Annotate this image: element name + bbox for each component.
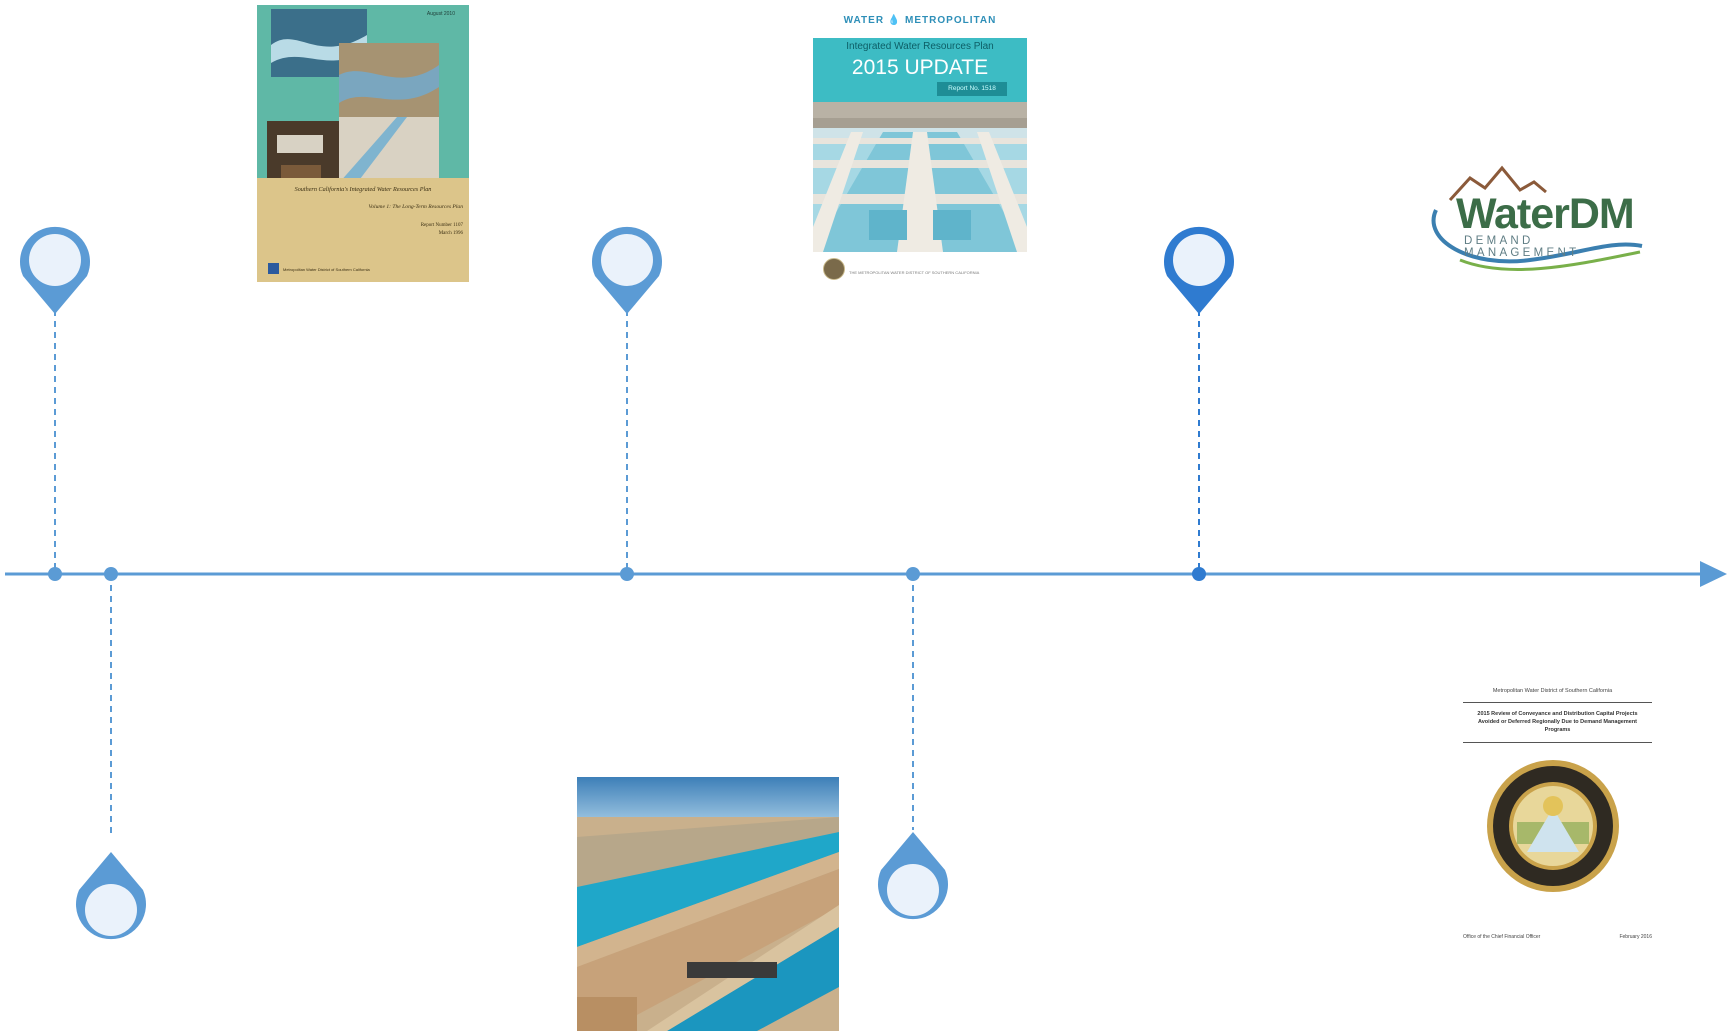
canal-photo-graphic [577,777,839,1031]
timeline-arrowhead [1700,561,1727,587]
waterdm-logo: WaterDM DEMAND MANAGEMENT [1430,160,1650,280]
divider [1463,742,1652,743]
map-pin-icon-4 [877,832,949,920]
report-date: February 2016 [1619,934,1652,940]
map-pin-icon-3 [592,226,662,314]
axis-dot-3 [620,567,634,581]
report-subtitle: Integrated Water Resources Plan [846,41,994,52]
report-subtitle: Volume 1: The Long-Term Resources Plan [368,204,463,210]
logo-name: WaterDM [1456,190,1635,238]
report-title-panel: Southern California's Integrated Water R… [257,178,469,282]
report-office: Office of the Chief Financial Officer [1463,934,1541,940]
logo-tagline: DEMAND MANAGEMENT [1464,235,1580,259]
report-cover-2015-update: WATER 💧 METROPOLITAN Integrated Water Re… [813,8,1027,285]
report-number: Report Number 1107 [420,223,463,228]
divider [1463,702,1652,703]
report-cover-2016-review: Metropolitan Water District of Southern … [1445,680,1660,950]
report-headline: 2015 UPDATE [851,56,989,79]
metropolitan-water-district-seal-icon [1487,760,1619,892]
report-month: March 1996 [438,231,463,236]
report-title: Southern California's Integrated Water R… [294,186,432,193]
publisher-name: Metropolitan Water District of Southern … [283,267,370,272]
report-brand: WATER 💧 METROPOLITAN [843,15,997,26]
map-pin-icon-2 [76,852,146,940]
report-number: Report No. 1518 [937,82,1007,96]
axis-dot-1 [48,567,62,581]
publisher-logo-icon [268,263,279,274]
axis-dot-4 [906,567,920,581]
district-seal-icon [823,258,845,280]
axis-dot-2 [104,567,118,581]
aqueduct-canal-photo [577,777,839,1031]
report-number-block: Report Number 1107 March 1996 [421,222,463,238]
map-pin-icon-1 [20,226,90,314]
treatment-plant-photo [813,102,1027,252]
axis-dot-5 [1192,567,1206,581]
report-title: 2015 Review of Conveyance and Distributi… [1477,711,1638,733]
map-pin-icon-5 [1164,226,1234,314]
report-organization: Metropolitan Water District of Southern … [1492,688,1613,694]
report-footer: THE METROPOLITAN WATER DISTRICT OF SOUTH… [849,270,980,275]
report-date: August 2010 [426,11,455,17]
report-cover-1996: August 2010 Southern California's Integr… [257,5,469,282]
mountain-wave-icon [1431,165,1643,271]
